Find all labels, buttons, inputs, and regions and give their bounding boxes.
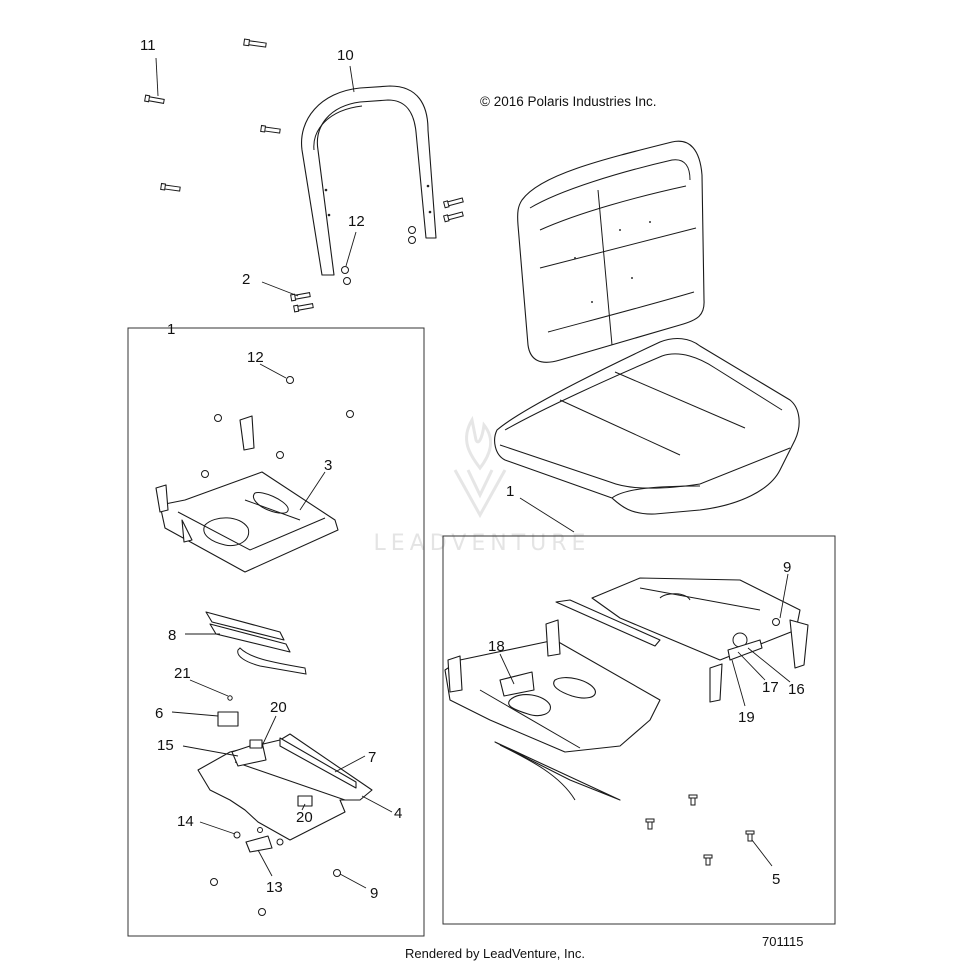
callout-9-left: 9 [370, 885, 378, 902]
callout-19: 19 [738, 709, 755, 726]
callout-14: 14 [177, 813, 194, 830]
nuts-12-handle [341, 226, 416, 285]
bracket-13 [245, 835, 273, 853]
grab-handle-bar [300, 85, 437, 276]
nut-plate-6 [217, 711, 239, 727]
callout-12-left: 12 [247, 349, 264, 366]
callout-12-top: 12 [348, 213, 365, 230]
bolts-11 [144, 38, 464, 313]
callout-15: 15 [157, 737, 174, 754]
watermark: LEADVENTURE [374, 415, 591, 556]
right-assembly-frame [442, 535, 836, 925]
callout-17: 17 [762, 679, 779, 696]
bumper-20 [297, 795, 313, 807]
callouts: 11 10 12 2 1 12 3 8 21 6 20 15 7 4 20 14… [140, 37, 805, 902]
slide-rail-8 [205, 611, 307, 675]
callout-3: 3 [324, 457, 332, 474]
callout-13: 13 [266, 879, 283, 896]
callout-7: 7 [368, 749, 376, 766]
callout-10: 10 [337, 47, 354, 64]
slide-rail-7 [279, 737, 357, 789]
seat-bottom-cushion [494, 337, 800, 515]
callout-16: 16 [788, 681, 805, 698]
nuts-left-bottom [210, 827, 341, 916]
bumper-20-top [249, 739, 263, 749]
callout-2: 2 [242, 271, 250, 288]
callout-8: 8 [168, 627, 176, 644]
lower-plate-4 [197, 733, 373, 841]
rendered-by-caption: Rendered by LeadVenture, Inc. [405, 946, 585, 961]
callout-1-right: 1 [506, 483, 514, 500]
nuts-left-top [201, 376, 354, 478]
watermark-text: LEADVENTURE [374, 531, 591, 556]
diagram-number: 701115 [762, 934, 803, 949]
callout-20-bottom: 20 [296, 809, 313, 826]
latch-18 [499, 671, 535, 697]
callout-5: 5 [772, 871, 780, 888]
nut-21 [227, 695, 233, 701]
left-assembly-frame [127, 327, 425, 937]
callout-9-right: 9 [783, 559, 791, 576]
callout-11: 11 [140, 37, 156, 54]
callout-18: 18 [488, 638, 505, 655]
copyright-text: © 2016 Polaris Industries Inc. [480, 94, 657, 109]
callout-1-left: 1 [167, 321, 175, 338]
callout-4: 4 [394, 805, 402, 822]
seat-base-plate-3 [155, 415, 339, 573]
seat-back-cushion [517, 140, 705, 363]
bolts-5 [645, 794, 755, 866]
callout-20-top: 20 [270, 699, 287, 716]
callout-21: 21 [174, 665, 191, 682]
callout-6: 6 [155, 705, 163, 722]
right-seat-frame [444, 577, 809, 801]
leadventure-logo-icon [453, 415, 507, 519]
leader-lines [155, 57, 791, 889]
